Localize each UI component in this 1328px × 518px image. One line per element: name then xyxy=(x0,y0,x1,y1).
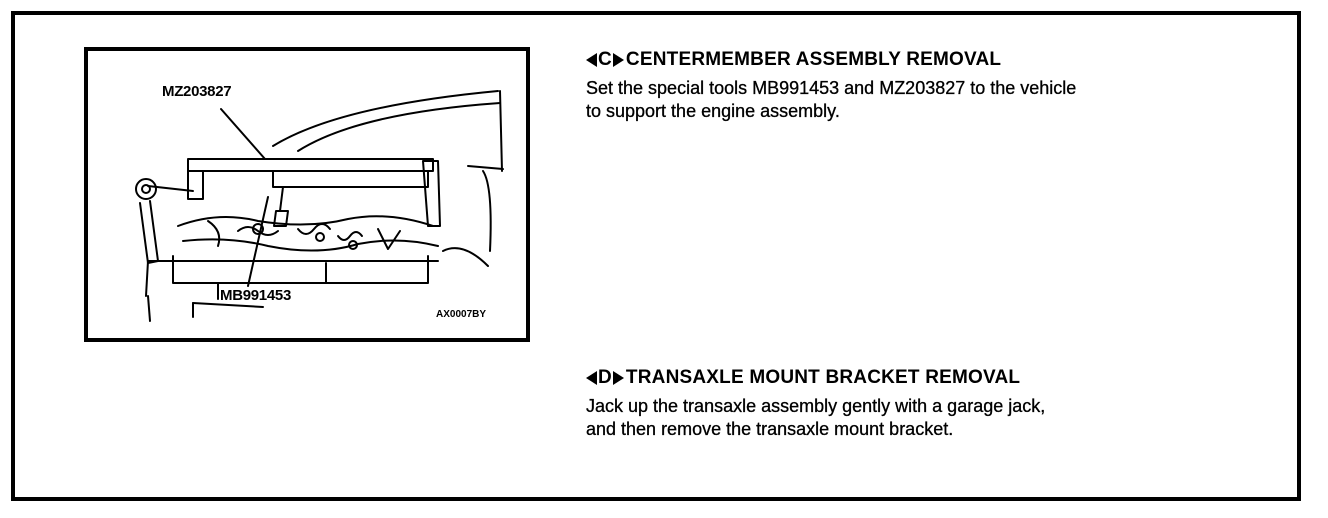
triangle-right-icon xyxy=(612,371,624,385)
step-marker: D xyxy=(586,367,624,389)
tool-label-mb991453: MB991453 xyxy=(220,287,291,304)
section-transaxle-mount-bracket-removal: D TRANSAXLE MOUNT BRACKET REMOVAL Jack u… xyxy=(586,367,1276,441)
tool-label-mz203827: MZ203827 xyxy=(162,83,232,100)
triangle-left-icon xyxy=(586,371,597,385)
figure-code: AX0007BY xyxy=(436,309,487,320)
section-heading-text: CENTERMEMBER ASSEMBLY REMOVAL xyxy=(625,49,1002,70)
section-body: Jack up the transaxle assembly gently wi… xyxy=(586,395,1276,441)
triangle-left-icon xyxy=(586,53,597,67)
section-heading: C CENTERMEMBER ASSEMBLY REMOVAL xyxy=(586,49,1276,71)
body-line: and then remove the transaxle mount brac… xyxy=(586,419,954,439)
section-body: Set the special tools MB991453 and MZ203… xyxy=(586,77,1276,123)
engine-support-illustration: MZ203827 MB991453 AX0007BY xyxy=(84,47,530,342)
step-marker-letter: C xyxy=(598,49,612,70)
vehicle-engine-drawing xyxy=(135,90,504,322)
section-centermember-removal: C CENTERMEMBER ASSEMBLY REMOVAL Set the … xyxy=(586,49,1276,123)
step-marker-letter: D xyxy=(598,367,612,388)
page-frame xyxy=(11,11,1301,501)
step-marker: C xyxy=(586,49,624,71)
body-line: to support the engine assembly. xyxy=(586,101,840,121)
body-line: Set the special tools MB991453 and MZ203… xyxy=(586,78,1077,98)
section-heading-text: TRANSAXLE MOUNT BRACKET REMOVAL xyxy=(625,367,1021,388)
body-line: Jack up the transaxle assembly gently wi… xyxy=(586,396,1046,416)
section-heading: D TRANSAXLE MOUNT BRACKET REMOVAL xyxy=(586,367,1276,389)
triangle-right-icon xyxy=(612,53,624,67)
